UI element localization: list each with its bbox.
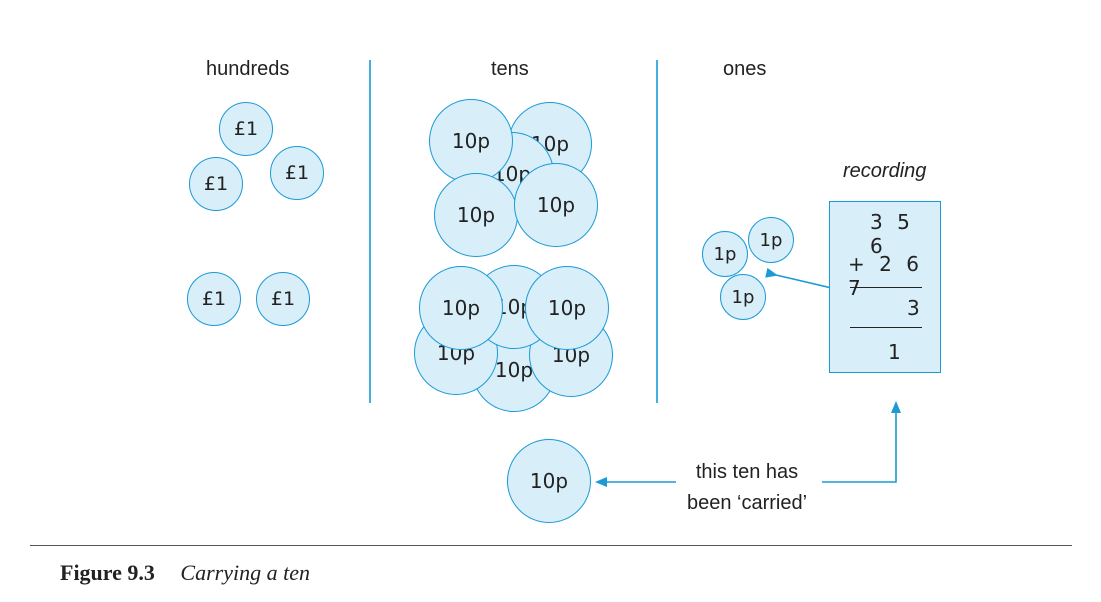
recording-sum-rule <box>850 287 922 288</box>
coin-ten-pence: 10p <box>434 173 518 257</box>
recording-addend-1: 3 5 6 <box>870 210 914 258</box>
coin-pound: £1 <box>256 272 310 326</box>
coin-ten-pence: 10p <box>419 266 503 350</box>
carried-note: this ten has been ‘carried’ <box>672 457 822 519</box>
header-ones: ones <box>723 58 767 80</box>
carried-ten-coin: 10p <box>507 439 591 523</box>
arrow-to-recording <box>822 401 901 483</box>
coin-pound: £1 <box>270 146 324 200</box>
recording-carry-rule <box>850 327 922 328</box>
recording-ones-result: 3 <box>907 296 924 320</box>
recording-carry-digit: 1 <box>888 340 905 364</box>
header-hundreds: hundreds <box>206 58 290 80</box>
coin-pound: £1 <box>187 272 241 326</box>
figure-caption: Figure 9.3 Carrying a ten <box>60 560 310 586</box>
header-tens: tens <box>491 58 529 80</box>
carried-note-line-1: this ten has <box>695 461 799 483</box>
recording-addend-2: + 2 6 7 <box>848 252 923 300</box>
coin-ten-pence: 10p <box>514 163 598 247</box>
recording-box: 3 5 6 + 2 6 7 3 1 <box>829 201 941 373</box>
figure-title: Carrying a ten <box>180 560 310 585</box>
coin-ten-pence: 10p <box>429 99 513 183</box>
figure-rule <box>30 545 1072 546</box>
coin-pound: £1 <box>189 157 243 211</box>
recording-label: recording <box>843 160 927 182</box>
coin-pound: £1 <box>219 102 273 156</box>
figure-number: Figure 9.3 <box>60 560 155 585</box>
carried-note-line-2: been ‘carried’ <box>686 492 808 514</box>
coin-penny: 1p <box>720 274 766 320</box>
coin-penny: 1p <box>748 217 794 263</box>
coin-ten-pence: 10p <box>525 266 609 350</box>
coin-penny: 1p <box>702 231 748 277</box>
